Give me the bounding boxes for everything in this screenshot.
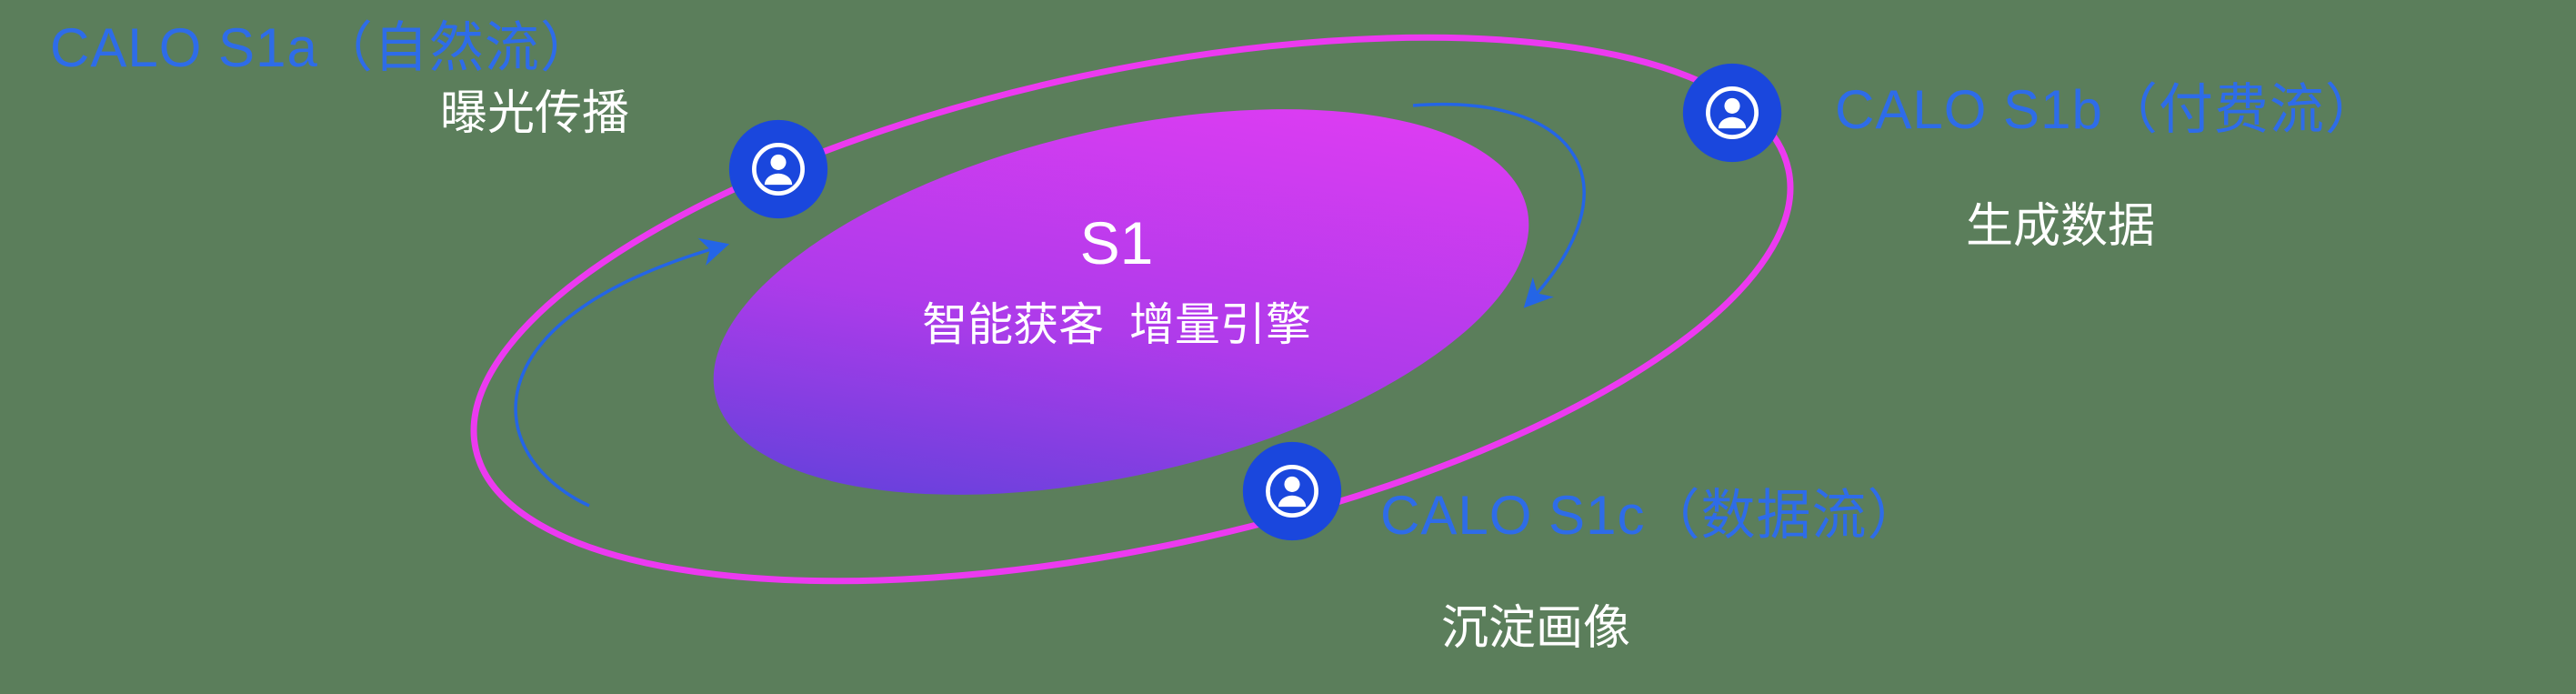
core-ellipse	[713, 109, 1529, 495]
curved-arrow-left	[514, 237, 730, 508]
orbit-ring	[470, 34, 1794, 585]
core-title: S1	[1079, 209, 1154, 277]
core-subtitle: 智能获客 增量引擎	[922, 299, 1311, 351]
sublabel-s1b: 生成数据	[1966, 200, 2156, 253]
core-text: S1 智能获客 增量引擎	[922, 207, 1311, 354]
user-circle-icon	[1682, 63, 1782, 163]
label-s1b: CALO S1b（付费流）	[1835, 79, 2381, 140]
node-s1a	[727, 117, 830, 221]
label-s1c: CALO S1c（数据流）	[1380, 485, 1923, 546]
sublabel-s1a: 曝光传播	[440, 87, 630, 140]
sublabel-s1c: 沉淀画像	[1441, 602, 1631, 655]
node-s1b	[1680, 61, 1784, 165]
node-s1c	[1240, 439, 1344, 543]
user-circle-icon	[1242, 441, 1342, 541]
user-circle-icon	[728, 119, 828, 219]
label-s1a: CALO S1a（自然流）	[50, 17, 596, 78]
curved-arrow-right	[1412, 103, 1586, 308]
